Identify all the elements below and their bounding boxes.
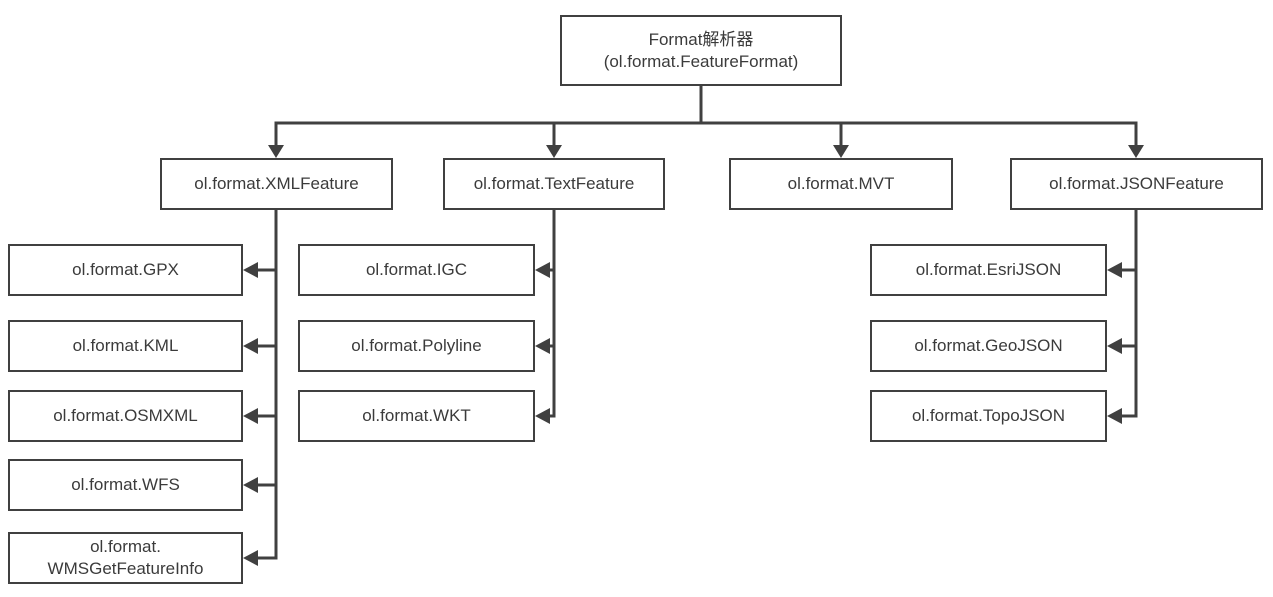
node-wkt: ol.format.WKT xyxy=(298,390,535,442)
node-label-line2: (ol.format.FeatureFormat) xyxy=(603,51,799,71)
node-label: ol.format.OSMXML xyxy=(53,406,198,426)
node-label: ol.format.WKT xyxy=(362,406,471,426)
down-arrowheads xyxy=(268,145,1144,158)
node-igc: ol.format.IGC xyxy=(298,244,535,296)
node-label: ol.format.TopoJSON xyxy=(911,406,1066,426)
node-feature-format: Format解析器 (ol.format.FeatureFormat) xyxy=(560,15,842,86)
node-kml: ol.format.KML xyxy=(8,320,243,372)
node-label: ol.format.MVT xyxy=(787,174,895,194)
text-left-arrowheads xyxy=(535,262,550,424)
node-label-line2: WMSGetFeatureInfo xyxy=(47,559,204,578)
node-label: ol.format.EsriJSON xyxy=(915,260,1062,280)
node-jsonfeature: ol.format.JSONFeature xyxy=(1010,158,1263,210)
node-geojson: ol.format.GeoJSON xyxy=(870,320,1107,372)
node-label: ol.format.WFS xyxy=(71,475,180,495)
node-label: ol.format.JSONFeature xyxy=(1049,174,1224,194)
node-xmlfeature: ol.format.XMLFeature xyxy=(160,158,393,210)
node-label: ol.format.TextFeature xyxy=(473,174,635,194)
node-wfs: ol.format.WFS xyxy=(8,459,243,511)
node-label: ol.format.GPX xyxy=(72,260,179,280)
node-label: ol.format.XMLFeature xyxy=(194,174,359,194)
node-label-line1: ol.format. xyxy=(90,537,161,557)
node-gpx: ol.format.GPX xyxy=(8,244,243,296)
xml-left-arrowheads xyxy=(243,262,258,566)
node-label: ol.format.Polyline xyxy=(351,336,482,356)
node-label: ol.format.KML xyxy=(72,336,179,356)
node-esrijson: ol.format.EsriJSON xyxy=(870,244,1107,296)
node-label-line1: Format解析器 xyxy=(648,29,754,49)
node-label: ol.format.GeoJSON xyxy=(914,336,1063,356)
node-topojson: ol.format.TopoJSON xyxy=(870,390,1107,442)
json-left-arrowheads xyxy=(1107,262,1122,424)
node-mvt: ol.format.MVT xyxy=(729,158,953,210)
node-polyline: ol.format.Polyline xyxy=(298,320,535,372)
node-osmxml: ol.format.OSMXML xyxy=(8,390,243,442)
node-label: ol.format.IGC xyxy=(365,260,468,280)
node-textfeature: ol.format.TextFeature xyxy=(443,158,665,210)
node-wmsgetfeatureinfo: ol.format. WMSGetFeatureInfo xyxy=(8,532,243,584)
